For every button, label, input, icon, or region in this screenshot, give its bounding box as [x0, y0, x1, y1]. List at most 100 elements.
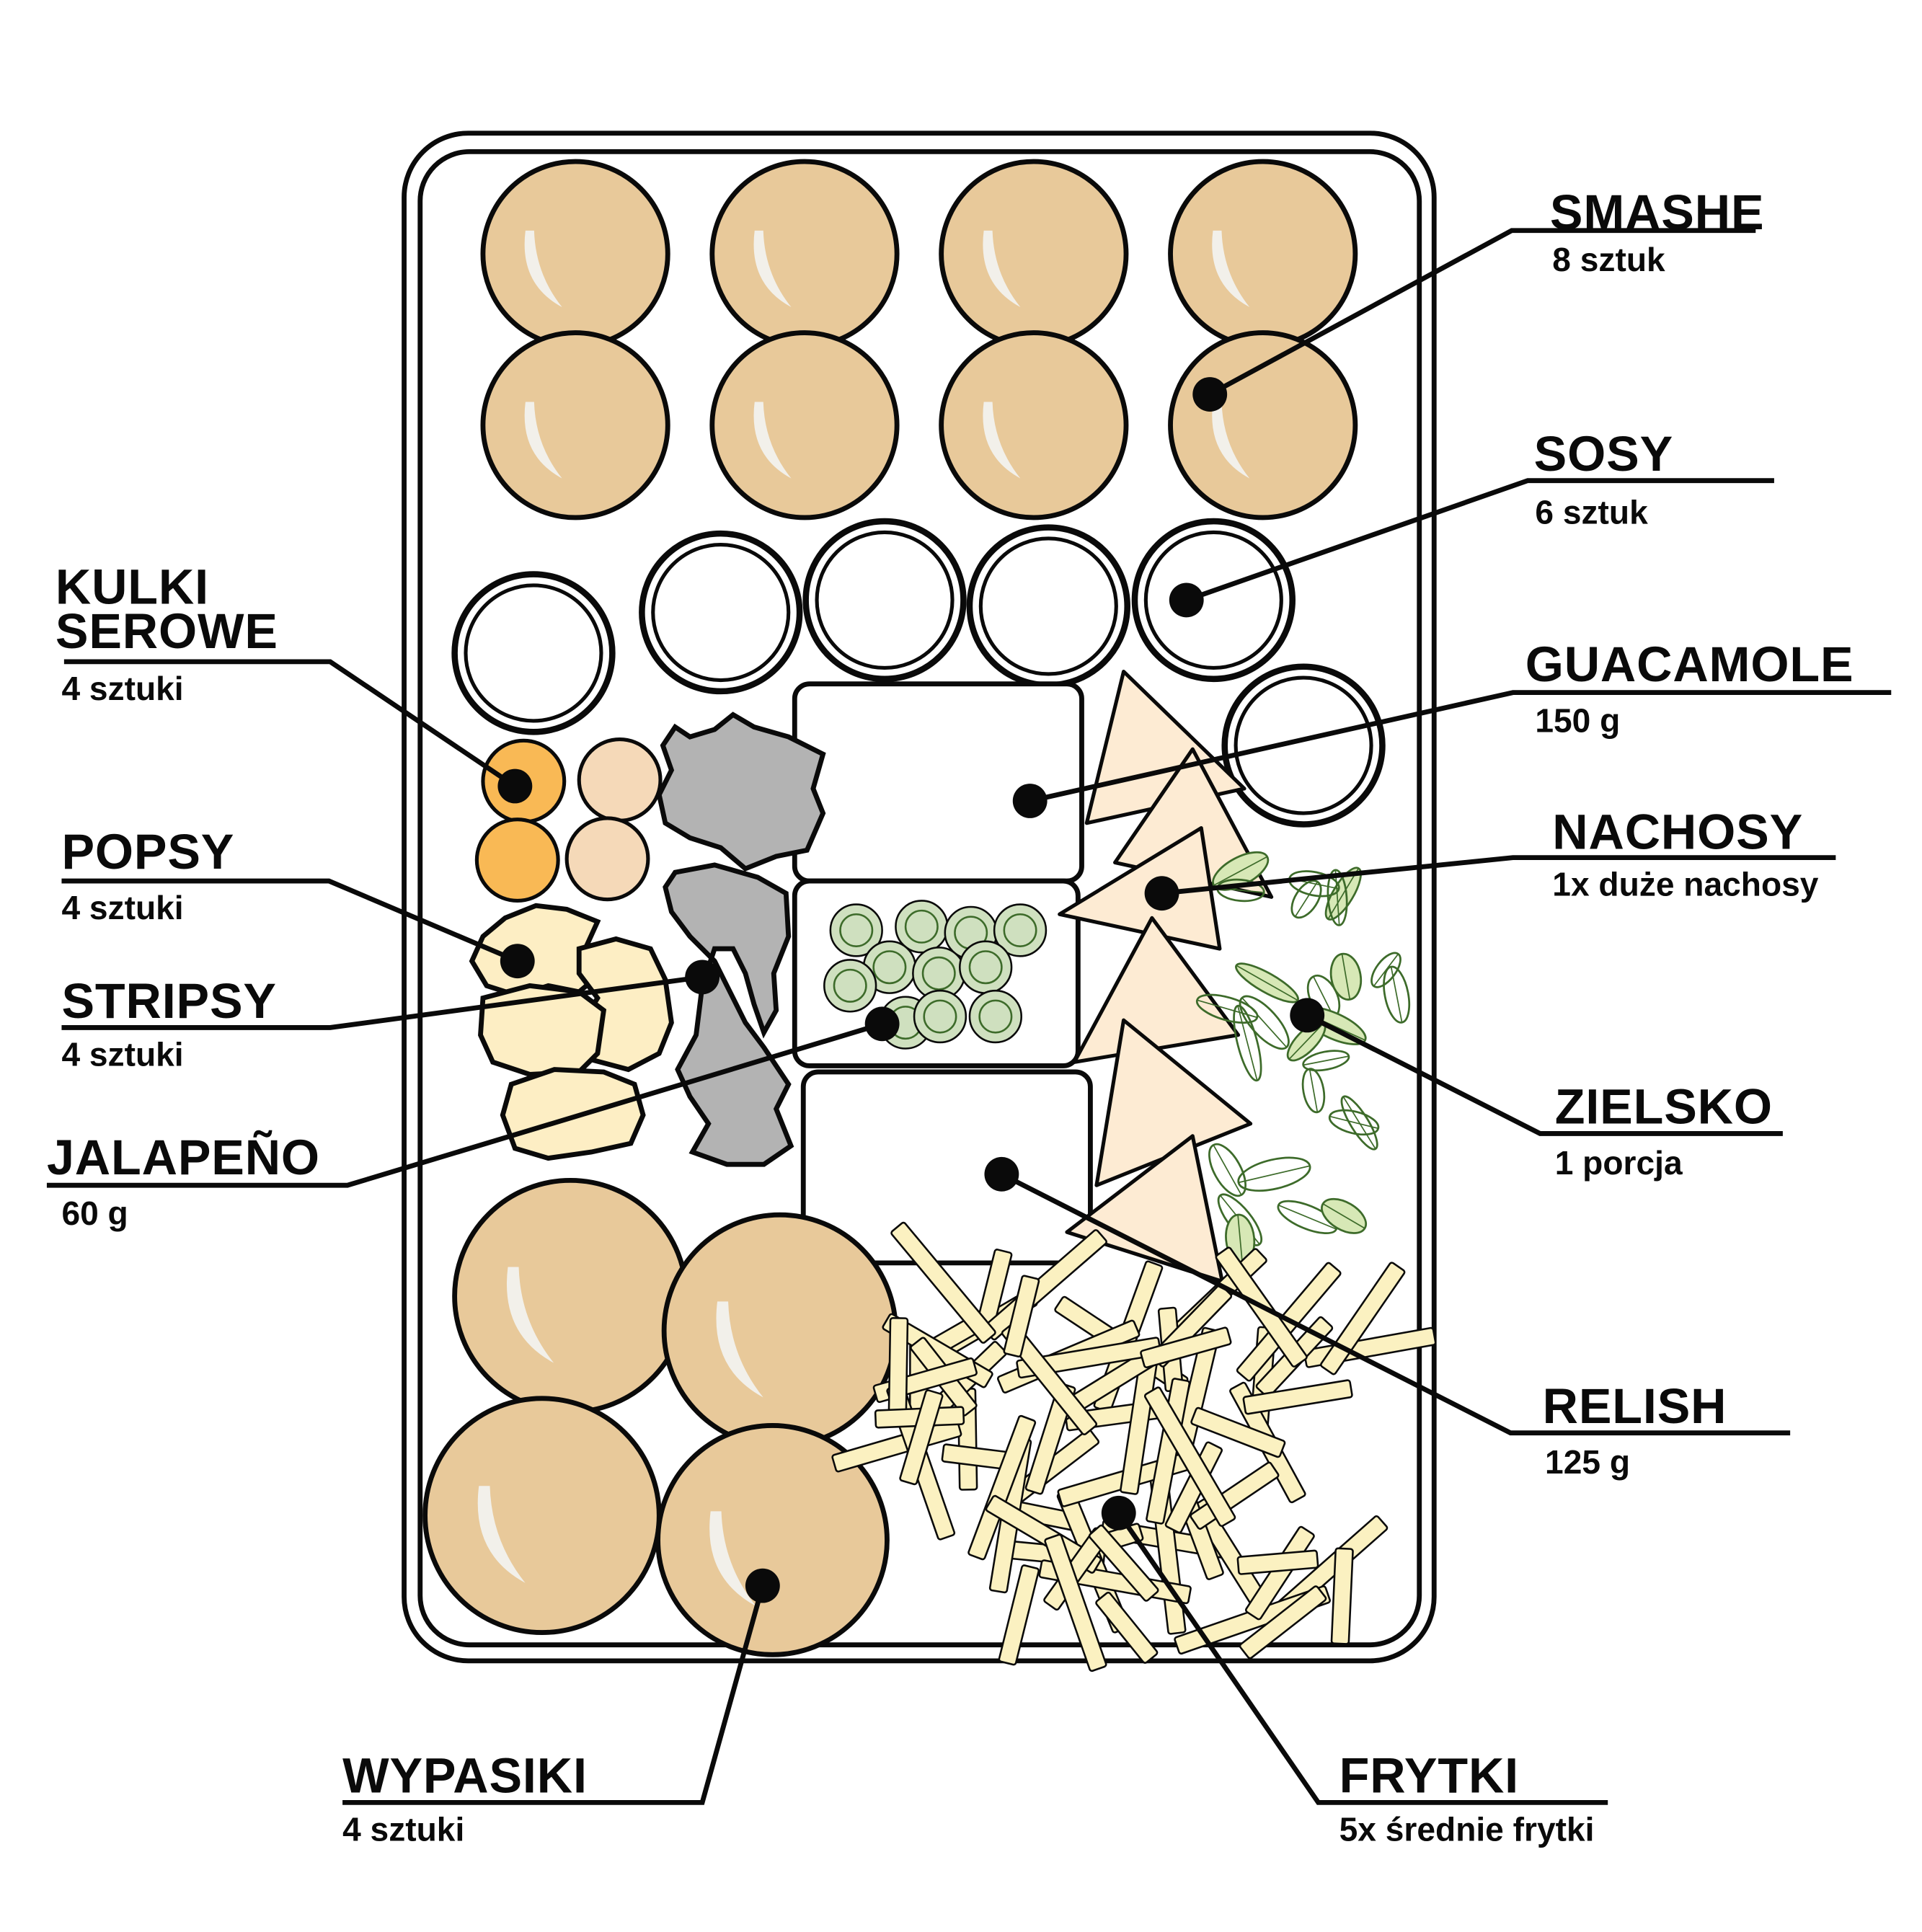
guacamole-box	[792, 681, 1084, 884]
bun-highlight	[753, 402, 792, 479]
leaf-vein	[1329, 1115, 1378, 1130]
fry	[1143, 1386, 1236, 1528]
label-jalapeno-title: JALAPEÑO	[47, 1130, 320, 1185]
jalapeno-slice	[823, 959, 877, 1013]
leaf-vein	[1303, 1055, 1350, 1066]
bun-highlight	[1212, 402, 1250, 479]
leader-relish	[1000, 1171, 1791, 1436]
leaf-vein	[1373, 953, 1399, 987]
fry	[1236, 1549, 1319, 1575]
jalapeno-seeds	[839, 913, 874, 947]
bun	[709, 159, 900, 349]
smashe-buns	[480, 159, 1358, 520]
bun	[939, 330, 1129, 520]
fry	[1242, 1379, 1353, 1415]
leader-nachosy	[1161, 855, 1836, 896]
label-kulki-sub: 4 sztuki	[61, 670, 183, 707]
sauce-cup-rim	[978, 536, 1118, 676]
bun	[452, 1177, 689, 1415]
fry	[1146, 1378, 1191, 1525]
fry	[1239, 1585, 1327, 1660]
cheese-ball	[474, 817, 560, 903]
bun	[480, 159, 670, 349]
label-sosy-title: SOSY	[1534, 427, 1673, 482]
sauce-cup-rim	[651, 542, 791, 683]
label-smashe-sub: 8 sztuk	[1552, 241, 1665, 278]
bun-highlight	[477, 1486, 526, 1583]
label-nachosy-title: NACHOSY	[1552, 805, 1803, 860]
bun	[661, 1212, 898, 1449]
leaf-vein	[1308, 1068, 1319, 1112]
greens	[1195, 851, 1411, 1264]
label-popsy-title: POPSY	[61, 825, 234, 879]
fry	[998, 1564, 1040, 1666]
label-kulki-title-1: KULKI	[56, 560, 209, 615]
jalapeno-seeds	[904, 909, 939, 944]
cheese-ball	[564, 816, 650, 902]
cheese-balls	[474, 737, 663, 903]
label-guacamole-sub: 150 g	[1535, 701, 1620, 739]
leaf-vein	[1341, 954, 1351, 1000]
leaf-vein	[1213, 856, 1268, 886]
bun-highlight	[709, 1511, 756, 1606]
jalapeno-seeds	[923, 999, 957, 1034]
bun-highlight	[753, 230, 792, 308]
fry	[890, 1221, 996, 1344]
label-kulki-title-2: SEROWE	[56, 604, 278, 659]
leaf-vein	[1342, 1096, 1376, 1150]
leader-popsy	[61, 878, 519, 964]
leader-dots	[497, 377, 1325, 1603]
wypasiki-buns	[422, 1177, 898, 1657]
nachos	[1058, 669, 1274, 1284]
sauce-cup-rim	[815, 530, 955, 670]
leaf-vein	[1236, 965, 1298, 1001]
bun	[1168, 159, 1358, 349]
bun	[709, 330, 900, 520]
label-guacamole-title: GUACAMOLE	[1525, 637, 1854, 692]
leaf-vein	[1334, 869, 1340, 926]
fry	[1088, 1524, 1159, 1602]
jalapeno-slice	[968, 989, 1023, 1044]
leaf-vein	[1197, 999, 1258, 1019]
leaf-vein	[1237, 1005, 1258, 1081]
fries	[831, 1221, 1437, 1672]
leader-lines	[46, 228, 1892, 1805]
leader-smashe	[1208, 228, 1756, 397]
bun-highlight	[506, 1267, 554, 1363]
leaf-vein	[1237, 1215, 1244, 1264]
label-relish-title: RELISH	[1543, 1379, 1727, 1434]
cheese-ball	[577, 737, 663, 823]
jalapeno-slice	[959, 940, 1013, 994]
sauce-cups	[451, 518, 1386, 828]
bun-highlight	[983, 230, 1021, 308]
label-sosy-sub: 6 sztuk	[1535, 493, 1648, 531]
fry	[1003, 1275, 1040, 1358]
label-wypasiki-title: WYPASIKI	[342, 1749, 588, 1804]
stripsy-pieces	[656, 712, 826, 1167]
jalapeno-seeds	[978, 999, 1013, 1034]
leader-sosy	[1185, 478, 1774, 603]
fry	[1044, 1533, 1107, 1672]
label-relish-sub: 125 g	[1545, 1443, 1630, 1481]
sauce-cup-rim	[1143, 530, 1283, 670]
jalapeno-slice	[913, 989, 967, 1044]
bun-highlight	[983, 402, 1021, 479]
jalapeno-slice	[829, 903, 883, 957]
fry	[967, 1414, 1037, 1561]
jalapeno-slices	[823, 900, 1048, 1050]
jalapeno-seeds	[968, 950, 1003, 985]
bun	[1168, 330, 1358, 520]
label-nachosy-sub: 1x duże nachosy	[1552, 866, 1818, 903]
bun-highlight	[524, 230, 562, 308]
leaf-vein	[1278, 1204, 1337, 1230]
leaf-vein	[1288, 1022, 1324, 1060]
fry	[1330, 1547, 1354, 1645]
bun	[939, 159, 1129, 349]
labels: SMASHE 8 sztuk SOSY 6 sztuk GUACAMOLE 15…	[47, 185, 1854, 1848]
label-frytki-title: FRYTKI	[1339, 1749, 1519, 1804]
label-wypasiki-sub: 4 sztuki	[342, 1810, 464, 1848]
fry	[985, 1494, 1102, 1574]
label-stripsy-sub: 4 sztuki	[61, 1035, 183, 1073]
leaf-vein	[1294, 881, 1319, 917]
label-jalapeno-sub: 60 g	[61, 1195, 128, 1232]
